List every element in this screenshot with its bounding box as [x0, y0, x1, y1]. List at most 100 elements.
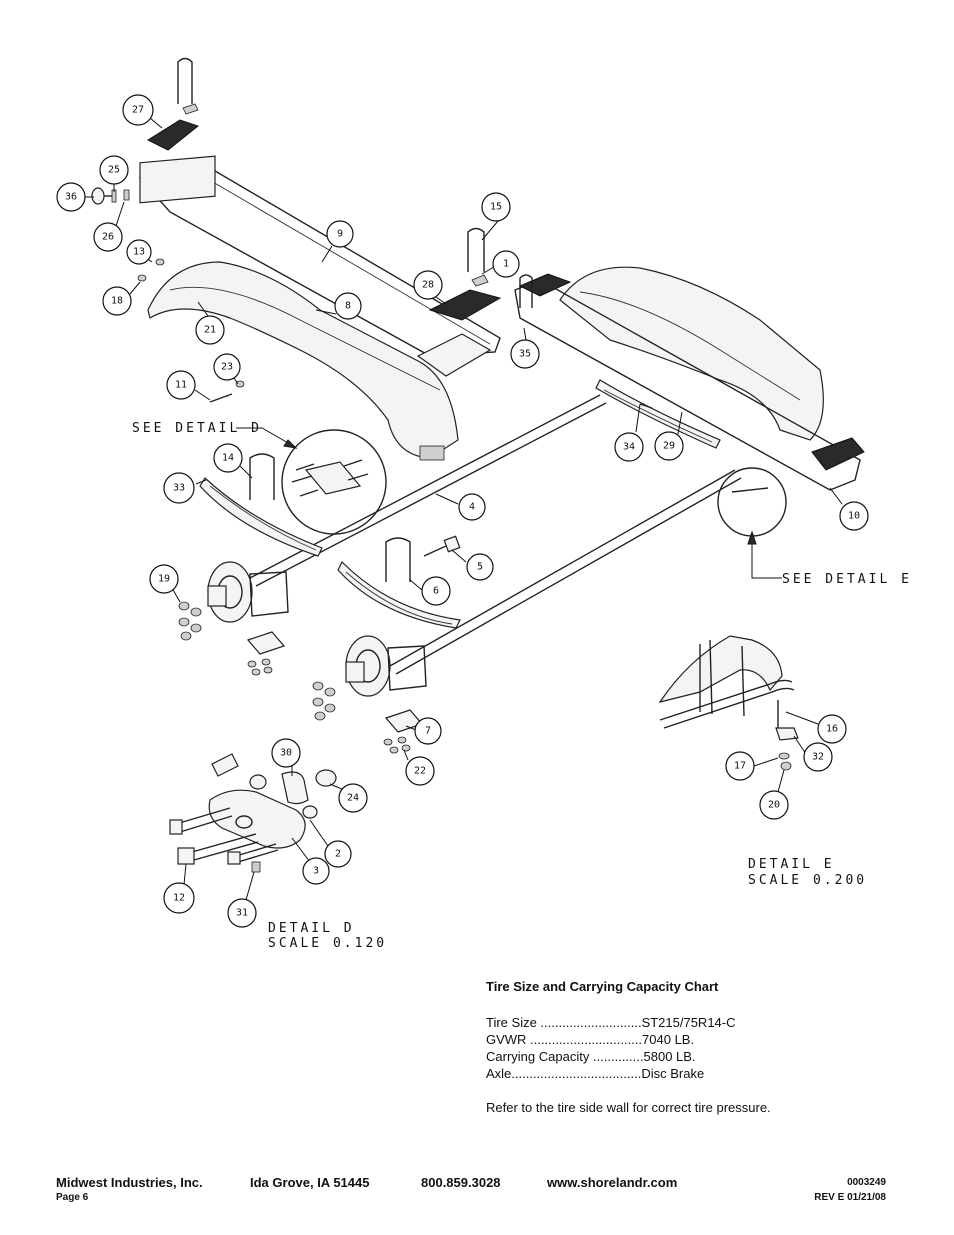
svg-text:19: 19 — [158, 574, 170, 585]
svg-text:35: 35 — [519, 349, 531, 360]
svg-text:14: 14 — [222, 453, 234, 464]
svg-text:12: 12 — [173, 893, 185, 904]
footer-revision: REV E 01/21/08 — [814, 1192, 886, 1203]
parts-artwork — [91, 57, 865, 873]
spec-label: Axle.................................... — [486, 1066, 642, 1081]
spec-value: 5800 LB. — [643, 1049, 696, 1064]
exploded-parts-diagram: 27 25 36 26 13 18 9 15 1 28 8 21 35 23 1… — [56, 57, 912, 951]
svg-text:26: 26 — [102, 232, 114, 243]
callout-20: 20 — [759, 790, 789, 820]
svg-text:9: 9 — [337, 229, 343, 240]
callout-14: 14 — [213, 443, 243, 473]
footer-company: Midwest Industries, Inc. — [56, 1175, 203, 1190]
spec-row-axle: Axle....................................… — [486, 1065, 866, 1082]
callout-26: 26 — [93, 222, 123, 252]
svg-text:6: 6 — [433, 586, 439, 597]
svg-text:36: 36 — [65, 192, 77, 203]
callout-33: 33 — [163, 472, 195, 504]
footer-page-number: Page 6 — [56, 1192, 89, 1203]
callout-22: 22 — [405, 756, 435, 786]
svg-text:8: 8 — [345, 301, 351, 312]
callout-7: 7 — [414, 717, 442, 745]
spec-row-gvwr: GVWR ...............................7040… — [486, 1031, 866, 1048]
svg-text:18: 18 — [111, 296, 123, 307]
spec-label: Carrying Capacity .............. — [486, 1049, 644, 1064]
svg-text:7: 7 — [425, 726, 431, 737]
callout-15: 15 — [481, 192, 511, 222]
spec-value: Disc Brake — [641, 1066, 705, 1081]
callout-19: 19 — [149, 564, 179, 594]
svg-text:25: 25 — [108, 165, 120, 176]
svg-text:11: 11 — [175, 380, 187, 391]
svg-text:29: 29 — [663, 441, 675, 452]
callout-3: 3 — [302, 857, 330, 885]
callout-4: 4 — [458, 493, 486, 521]
svg-text:2: 2 — [335, 849, 341, 860]
page-footer: Midwest Industries, Inc. Ida Grove, IA 5… — [56, 1175, 886, 1215]
callout-34: 34 — [614, 432, 644, 462]
svg-text:27: 27 — [132, 105, 144, 116]
svg-text:34: 34 — [623, 442, 635, 453]
capacity-chart: Tire Size and Carrying Capacity Chart Ti… — [486, 978, 866, 1116]
callout-21: 21 — [195, 315, 225, 345]
footer-city: Ida Grove, IA 51445 — [250, 1175, 370, 1190]
callout-8: 8 — [334, 292, 362, 320]
callout-31: 31 — [227, 898, 257, 928]
callout-11: 11 — [166, 370, 196, 400]
footer-website: www.shorelandr.com — [547, 1175, 678, 1190]
callout-16: 16 — [817, 714, 847, 744]
svg-text:24: 24 — [347, 793, 359, 804]
spec-value: 7040 LB. — [642, 1032, 695, 1047]
spec-value: ST215/75R14-C — [641, 1015, 736, 1030]
svg-text:20: 20 — [768, 800, 780, 811]
tire-pressure-note: Refer to the tire side wall for correct … — [486, 1100, 771, 1115]
svg-text:21: 21 — [204, 325, 216, 336]
svg-text:3: 3 — [313, 866, 319, 877]
callout-12: 12 — [163, 882, 195, 914]
svg-text:15: 15 — [490, 202, 502, 213]
callout-2: 2 — [324, 840, 352, 868]
svg-text:28: 28 — [422, 280, 434, 291]
see-detail-d-label: SEE DETAIL D — [132, 421, 262, 436]
callout-17: 17 — [725, 751, 755, 781]
svg-text:10: 10 — [848, 511, 860, 522]
callout-5: 5 — [466, 553, 494, 581]
callout-25: 25 — [99, 155, 129, 185]
callout-28: 28 — [413, 270, 443, 300]
callout-6: 6 — [421, 576, 451, 606]
svg-text:17: 17 — [734, 761, 746, 772]
detail-e-scale: SCALE 0.200 — [748, 873, 867, 888]
callout-36: 36 — [56, 182, 86, 212]
callout-30: 30 — [271, 738, 301, 768]
svg-text:32: 32 — [812, 752, 824, 763]
svg-text:33: 33 — [173, 483, 185, 494]
callout-32: 32 — [803, 742, 833, 772]
svg-text:4: 4 — [469, 502, 475, 513]
spec-row-carrying-capacity: Carrying Capacity ..............5800 LB. — [486, 1048, 866, 1065]
svg-text:16: 16 — [826, 724, 838, 735]
detail-d-title: DETAIL D — [268, 921, 355, 936]
svg-text:23: 23 — [221, 362, 233, 373]
spec-label: GVWR ............................... — [486, 1032, 643, 1047]
callout-24: 24 — [338, 783, 368, 813]
detail-d-scale: SCALE 0.120 — [268, 936, 387, 951]
callout-13: 13 — [126, 239, 152, 265]
spec-label: Tire Size ............................ — [486, 1015, 642, 1030]
callout-1: 1 — [492, 250, 520, 278]
callout-18: 18 — [102, 286, 132, 316]
callout-29: 29 — [654, 431, 684, 461]
see-detail-e-label: SEE DETAIL E — [782, 572, 912, 587]
svg-text:30: 30 — [280, 748, 292, 759]
footer-doc-number: 0003249 — [847, 1177, 886, 1188]
callout-23: 23 — [213, 353, 241, 381]
svg-text:1: 1 — [503, 259, 509, 270]
callout-9: 9 — [326, 220, 354, 248]
svg-text:13: 13 — [133, 247, 145, 258]
svg-text:31: 31 — [236, 908, 248, 919]
callout-35: 35 — [510, 339, 540, 369]
spec-row-tire-size: Tire Size ............................ST… — [486, 1014, 866, 1031]
callout-27: 27 — [122, 94, 154, 126]
detail-e-title: DETAIL E — [748, 857, 835, 872]
svg-text:22: 22 — [414, 766, 426, 777]
leader-lines — [85, 117, 843, 901]
